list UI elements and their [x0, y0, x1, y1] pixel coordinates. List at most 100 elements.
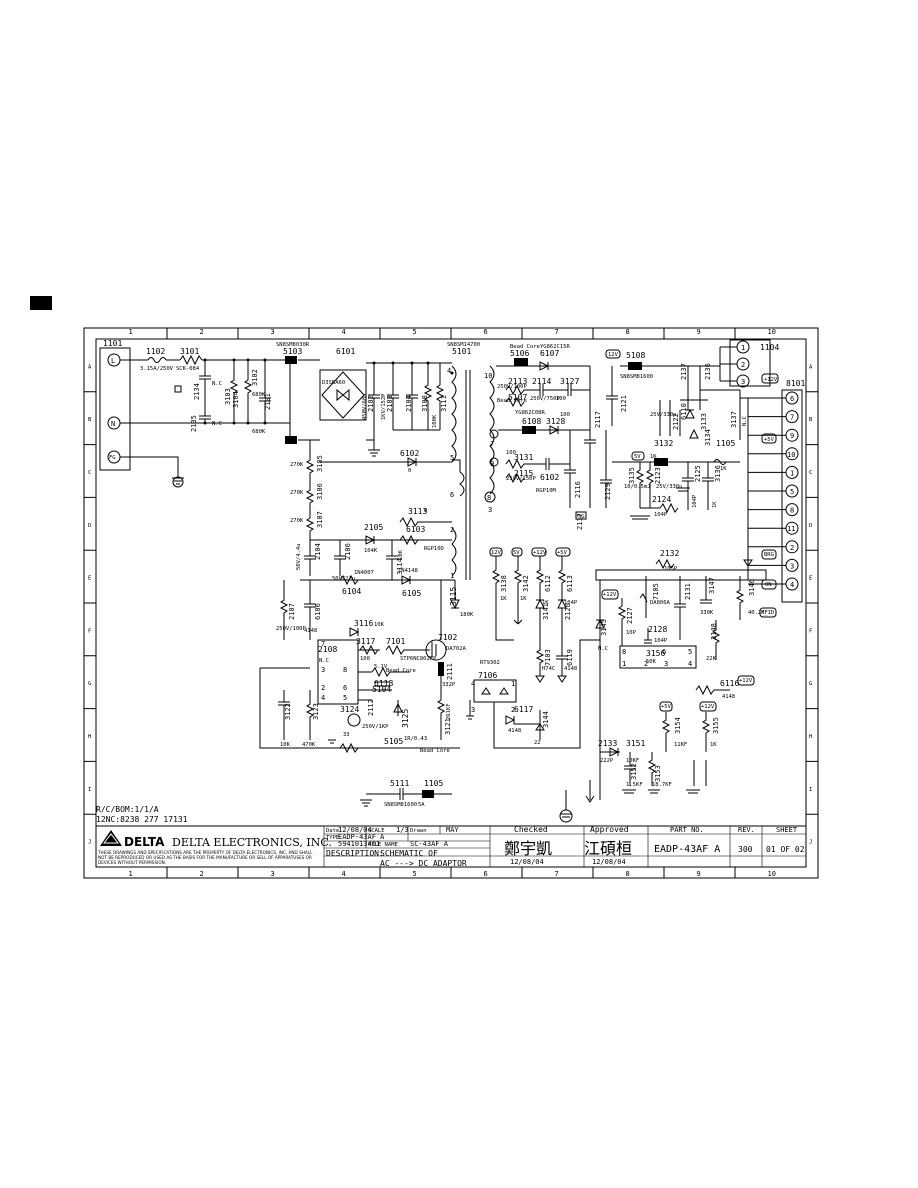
- svg-text:SCK-084: SCK-084: [176, 366, 200, 372]
- svg-text:1K: 1K: [500, 596, 507, 602]
- feedback-section: 12V 5V +12V +5V 3138 1K 3142 1K 6112 611…: [466, 547, 768, 823]
- svg-text:10: 10: [484, 372, 492, 380]
- svg-text:12V: 12V: [608, 352, 619, 358]
- svg-text:1: 1: [450, 572, 454, 580]
- svg-text:5107: 5107: [508, 393, 527, 402]
- zone-row-label: C: [809, 470, 812, 476]
- svg-text:DA806A: DA806A: [650, 600, 671, 606]
- svg-text:2128: 2128: [648, 625, 667, 634]
- svg-text:3107: 3107: [316, 511, 324, 528]
- svg-text:1: 1: [622, 660, 626, 668]
- svg-text:8: 8: [487, 494, 491, 502]
- svg-text:8: 8: [343, 666, 347, 674]
- svg-text:2115: 2115: [514, 469, 533, 478]
- zone-row-label: D: [88, 523, 91, 529]
- svg-text:1104: 1104: [760, 343, 779, 352]
- svg-text:470K: 470K: [302, 742, 316, 748]
- svg-text:4: 4: [321, 694, 325, 702]
- connector-8101-pin-label: 2: [790, 544, 794, 552]
- svg-text:2124: 2124: [652, 495, 671, 504]
- primary-section: 6101 D3SBA60 2102 450V/68u 2103 1KV/152P…: [259, 342, 480, 808]
- svg-text:3104: 3104: [232, 391, 240, 408]
- svg-text:3101: 3101: [180, 347, 199, 356]
- svg-text:1K: 1K: [520, 596, 527, 602]
- revision: 300: [738, 845, 753, 854]
- svg-text:250V/750P: 250V/750P: [530, 396, 560, 402]
- svg-text:680K: 680K: [252, 392, 266, 398]
- zone-row-label: G: [809, 681, 812, 687]
- connector-8101-pin-label: 11: [787, 525, 795, 533]
- svg-text:3115: 3115: [449, 587, 458, 606]
- svg-text:Date: Date: [326, 828, 339, 834]
- connector-8101-pin-label: 7: [790, 414, 794, 422]
- zone-column-label: 9: [697, 328, 701, 336]
- zone-row-label: C: [88, 470, 91, 476]
- svg-text:DA702A: DA702A: [446, 646, 467, 652]
- svg-text:0: 0: [408, 468, 411, 474]
- svg-text:1: 1: [741, 344, 745, 352]
- svg-text:5111: 5111: [390, 779, 409, 788]
- sheet-number: 01 OF 02: [766, 845, 805, 854]
- svg-text:3156: 3156: [646, 649, 665, 658]
- svg-text:10K: 10K: [374, 622, 385, 628]
- connector-8101-pin-label: 6: [790, 395, 794, 403]
- svg-text:ON: ON: [765, 582, 772, 588]
- svg-text:6116: 6116: [720, 679, 739, 688]
- svg-text:RGP10M: RGP10M: [536, 488, 557, 494]
- svg-text:1102: 1102: [146, 347, 165, 356]
- description-line-2: AC ---> DC ADAPTOR: [380, 859, 467, 868]
- svg-text:2116: 2116: [574, 481, 582, 498]
- svg-text:2104: 2104: [405, 395, 413, 412]
- svg-text:250V/1KP: 250V/1KP: [362, 724, 389, 730]
- svg-text:4148: 4148: [304, 628, 317, 634]
- zone-row-label: H: [809, 734, 812, 740]
- svg-text:3123: 3123: [312, 703, 320, 720]
- svg-text:12V: 12V: [491, 550, 502, 556]
- svg-text:250V/100P: 250V/100P: [276, 626, 306, 632]
- type-value: EADP-43AF A: [338, 833, 385, 841]
- svg-text:3125: 3125: [401, 709, 410, 728]
- svg-text:10K: 10K: [398, 549, 404, 560]
- svg-text:2129: 2129: [604, 483, 612, 500]
- svg-text:3154: 3154: [674, 717, 682, 734]
- svg-text:50V/4.4u: 50V/4.4u: [296, 544, 302, 571]
- page-index-tab: [30, 296, 52, 310]
- svg-text:1K: 1K: [720, 466, 727, 472]
- zone-column-label: 7: [555, 870, 559, 878]
- input-section: 1101 L N FG 1102 3.15A/250V 3101 SCK-084…: [99, 339, 320, 488]
- zone-column-label: 2: [200, 328, 204, 336]
- svg-text:2122: 2122: [672, 413, 680, 430]
- svg-text:Bead Core: Bead Core: [420, 748, 450, 754]
- zone-column-label: 9: [697, 870, 701, 878]
- svg-text:10/0.5mJ: 10/0.5mJ: [624, 484, 651, 490]
- svg-text:STP6NC80ZFP: STP6NC80ZFP: [400, 656, 437, 662]
- svg-text:RT9302: RT9302: [480, 660, 500, 666]
- svg-text:3141: 3141: [542, 603, 550, 620]
- svg-text:YG862C08R: YG862C08R: [515, 410, 545, 416]
- svg-text:2: 2: [741, 361, 745, 369]
- svg-text:6110: 6110: [680, 403, 688, 420]
- svg-text:3144: 3144: [542, 711, 550, 728]
- svg-text:N.C: N.C: [212, 381, 222, 387]
- svg-text:104P: 104P: [654, 638, 668, 644]
- svg-text:12/08/04: 12/08/04: [510, 858, 544, 866]
- svg-text:10KF: 10KF: [626, 758, 639, 764]
- svg-text:2: 2: [644, 660, 648, 668]
- svg-text:100: 100: [556, 396, 566, 402]
- svg-text:4148: 4148: [722, 694, 735, 700]
- zone-row-label: J: [809, 840, 812, 846]
- svg-text:Approved: Approved: [590, 825, 629, 834]
- svg-text:7102: 7102: [438, 633, 457, 642]
- svg-text:+12V: +12V: [739, 678, 753, 684]
- svg-text:2: 2: [511, 706, 515, 714]
- svg-text:3: 3: [321, 666, 325, 674]
- svg-text:SN8SM14700: SN8SM14700: [447, 342, 480, 348]
- svg-text:3116: 3116: [354, 619, 373, 628]
- svg-text:3: 3: [741, 378, 745, 386]
- svg-text:3138: 3138: [500, 575, 508, 592]
- zone-row-label: D: [809, 523, 812, 529]
- svg-text:1R/0.43: 1R/0.43: [404, 736, 427, 742]
- svg-text:Checked: Checked: [514, 825, 548, 834]
- svg-text:8: 8: [622, 648, 626, 656]
